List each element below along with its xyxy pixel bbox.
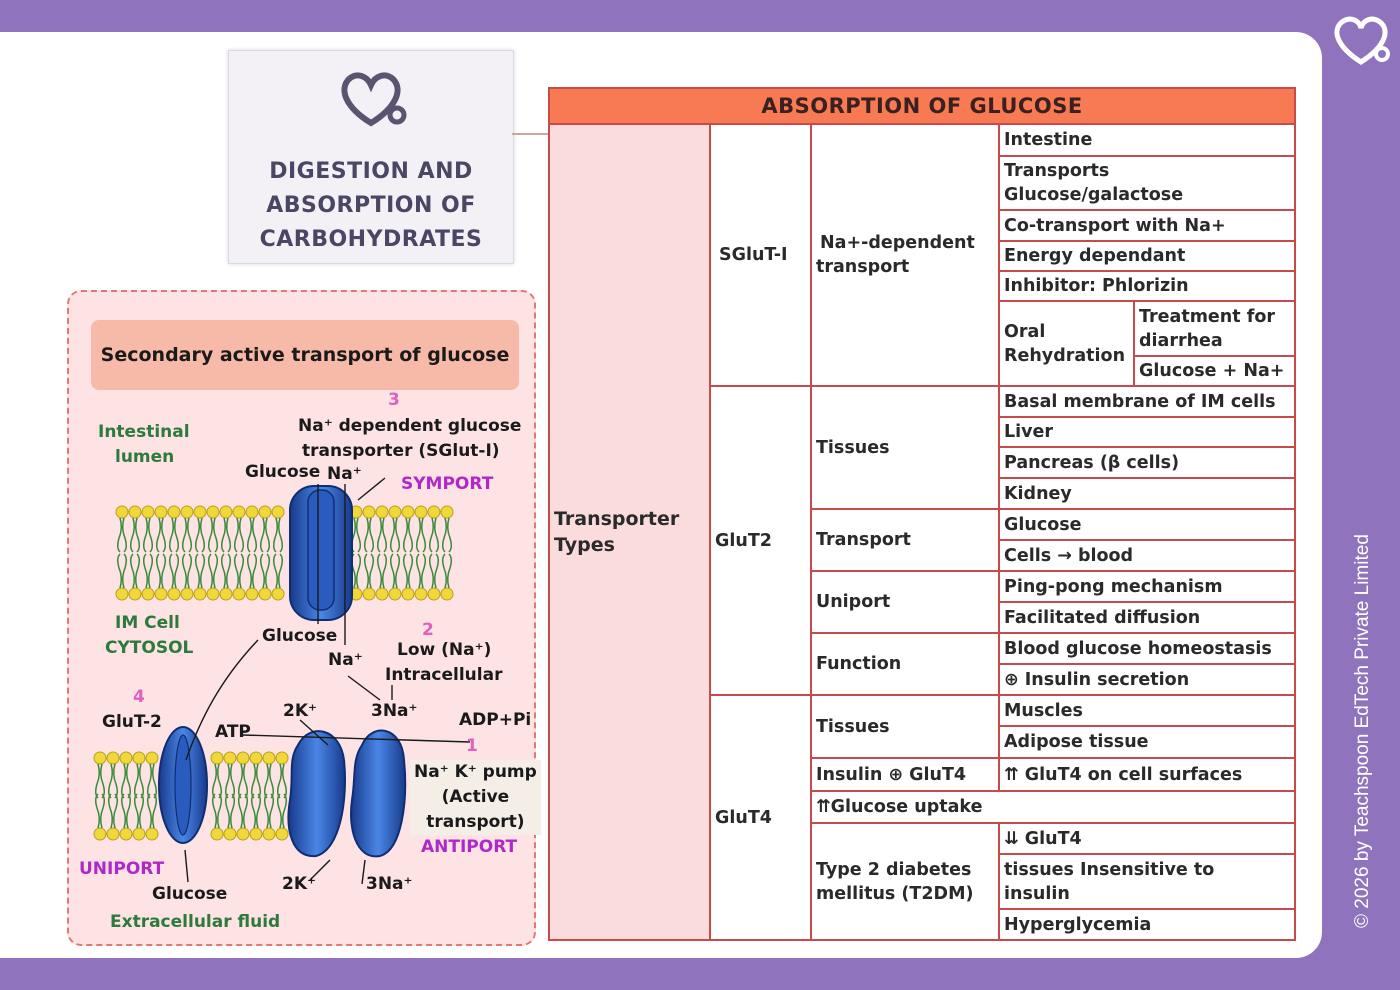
antiport-label: ANTIPORT [421, 837, 518, 857]
title-line: DIGESTION AND [269, 159, 473, 184]
glucose-top-label: Glucose [245, 462, 321, 482]
im-cell-line: IM Cell [115, 613, 180, 633]
lumen-line: lumen [115, 447, 175, 467]
symport-label: SYMPORT [401, 474, 494, 494]
sglut-line: Na⁺ dependent glucose [298, 416, 522, 436]
glut2-transport-item: Cells → blood [1004, 545, 1134, 566]
glut2-uniport-item: Facilitated diffusion [1004, 607, 1201, 628]
low-na-label: Low (Na⁺) Intracellular [385, 638, 502, 688]
glut2-tissue: Basal membrane of IM cells [1004, 391, 1276, 412]
im-cell-line: CYTOSOL [105, 638, 194, 658]
sglut-label: Na⁺ dependent glucose transporter (SGlut… [298, 414, 521, 464]
extracellular-label: Extracellular fluid [110, 912, 281, 932]
transporter-types-column [550, 125, 710, 939]
title-line: CARBOHYDRATES [259, 227, 483, 252]
step-3-number: 3 [388, 390, 400, 410]
glut2-tissue: Liver [1004, 422, 1054, 442]
glut4-tissue: Muscles [1004, 700, 1083, 721]
glut2-tissue: Pancreas (β cells) [1004, 452, 1180, 473]
glucose-bottom-label: Glucose [152, 884, 228, 904]
na-mid-label: Na⁺ [328, 650, 363, 670]
step-4-number: 4 [133, 687, 145, 707]
title-line: ABSORPTION OF [266, 193, 476, 218]
glut2-function-item: ⊕ Insulin secretion [1004, 669, 1190, 690]
glut4-uptake: ⇈Glucose uptake [816, 797, 983, 817]
glut2-uniport-item: Ping-pong mechanism [1004, 576, 1223, 597]
copyright-text: © 2026 by Teachspoon EdTech Private Limi… [1352, 534, 1373, 928]
sglut-prop: Inhibitor: Phlorizin [1004, 276, 1189, 296]
pump-line: Na⁺ K⁺ pump [414, 762, 537, 782]
pump-line: (Active [441, 787, 510, 807]
step-2-number: 2 [422, 620, 434, 640]
mech-line: transport [816, 257, 910, 277]
t2dm-item: tissues Insensitive to insulin [1004, 859, 1215, 904]
glucose-mid-label: Glucose [262, 626, 338, 646]
glut2-tissue: Kidney [1004, 483, 1072, 504]
heart-logo-icon [341, 72, 407, 127]
glut2-name: GluT2 [715, 530, 772, 551]
lumen-line: Intestinal [98, 422, 190, 442]
transporter-types-label: Transporter Types [554, 508, 680, 556]
step-1-number: 1 [466, 736, 478, 756]
ors-cell: Oral Rehydration [1000, 302, 1133, 385]
ors-prop: Glucose + Na+ [1139, 361, 1285, 381]
t2dm-item: ⇊ GluT4 [1004, 828, 1082, 849]
t2dm-line: mellitus (T2DM) [816, 883, 974, 904]
glut2-function-item: Blood glucose homeostasis [1004, 638, 1272, 659]
sglut-name: SGluT-I [719, 245, 788, 265]
intestinal-lumen-label: Intestinal lumen [98, 420, 190, 470]
diagram-title: Secondary active transport of glucose [91, 320, 519, 390]
sglut-prop: Energy dependant [1004, 246, 1186, 266]
glut4-tissue: Adipose tissue [1004, 732, 1149, 752]
glut4-tissues: Tissues [816, 716, 890, 737]
uniport-label: UNIPORT [79, 859, 165, 879]
table-header: ABSORPTION OF GLUCOSE [548, 87, 1296, 125]
sglut-prop: Co-transport with Na+ [1004, 215, 1226, 236]
ors-prop: Treatment for diarrhea [1139, 306, 1275, 351]
low-na-line: Low (Na⁺) [397, 640, 492, 660]
ors-line: Rehydration [1004, 345, 1126, 366]
transporter-types-cell: Transporter Types [550, 125, 709, 939]
im-cell-label: IM Cell CYTOSOL [105, 611, 193, 661]
sglut-prop: Transports Glucose/galactose [1004, 161, 1184, 205]
adp-label: ADP+Pi [459, 710, 532, 730]
glut2-tissues: Tissues [816, 437, 890, 458]
glut4-insulin-effect: ⇈ GluT4 on cell surfaces [1004, 764, 1243, 785]
glut2-transport: Transport [816, 530, 911, 550]
sglut-line: transporter (SGlut-I) [302, 441, 500, 461]
pump-label: Na⁺ K⁺ pump (Active transport) [410, 760, 541, 835]
glut2-diagram-label: GluT-2 [102, 712, 162, 732]
k-bottom-label: 2K⁺ [282, 874, 316, 894]
topic-title-card: DIGESTION AND ABSORPTION OF CARBOHYDRATE… [228, 50, 514, 264]
na-top-label: Na⁺ [327, 464, 362, 484]
t2dm-line: Type 2 diabetes [816, 859, 972, 880]
heart-logo-icon [1334, 16, 1390, 65]
k-top-label: 2K⁺ [283, 701, 317, 721]
topic-title: DIGESTION AND ABSORPTION OF CARBOHYDRATE… [229, 155, 513, 257]
connector-line [512, 133, 550, 135]
atp-label: ATP [215, 722, 251, 742]
ors-line: Oral [1004, 321, 1046, 342]
na3-top-label: 3Na⁺ [371, 701, 418, 721]
mech-line: Na+-dependent [820, 233, 975, 253]
glut2-function: Function [816, 654, 902, 674]
glut2-uniport: Uniport [816, 592, 891, 612]
na3-bottom-label: 3Na⁺ [366, 874, 413, 894]
sglut-prop: Intestine [1004, 130, 1093, 150]
t2dm-item: Hyperglycemia [1004, 914, 1152, 935]
sglut-mechanism: Na+-dependent transport [812, 125, 998, 385]
glut4-name: GluT4 [715, 807, 772, 828]
glut4-t2dm: Type 2 diabetes mellitus (T2DM) [812, 824, 998, 939]
low-na-line: Intracellular [385, 665, 503, 685]
glut2-transport-item: Glucose [1004, 514, 1082, 535]
glut4-insulin: Insulin ⊕ GluT4 [816, 764, 967, 785]
pump-line: transport) [426, 812, 525, 832]
